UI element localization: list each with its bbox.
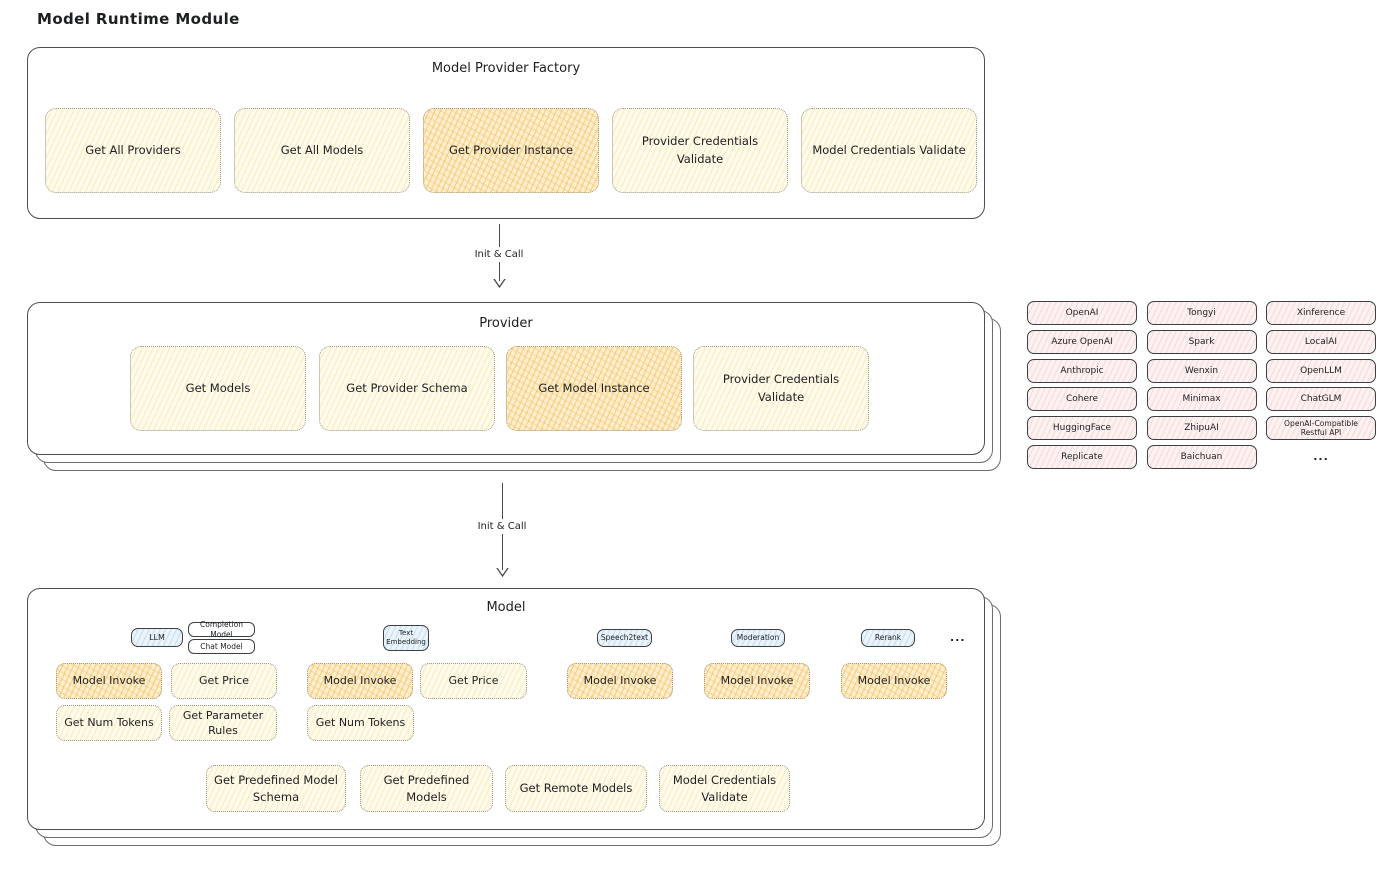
- arrow-label: Init & Call: [474, 249, 524, 260]
- provider-chip-minimax: Minimax: [1146, 387, 1257, 412]
- node-model-invoke-llm: Model Invoke: [56, 663, 162, 699]
- provider-chip-openai-compatible: OpenAI-Compatible Restful API: [1266, 416, 1376, 441]
- tag-completion-model: Completion Model: [188, 620, 255, 639]
- arrow-label: Init & Call: [477, 521, 527, 532]
- provider-chip-spark: Spark: [1146, 329, 1257, 354]
- tag-llm: LLM: [131, 628, 183, 647]
- node-model-credentials-validate-2: Model Credentials Validate: [659, 765, 790, 812]
- tag-text-embedding: Text Embedding: [383, 625, 429, 651]
- factory-box: Model Provider Factory Get All Providers…: [27, 47, 985, 219]
- provider-chip-zhipuai: ZhipuAI: [1146, 416, 1257, 441]
- provider-title: Provider: [479, 316, 533, 331]
- provider-chip-azure-openai: Azure OpenAI: [1027, 329, 1137, 354]
- provider-chip-baichuan: Baichuan: [1146, 444, 1257, 469]
- node-get-provider-schema: Get Provider Schema: [319, 346, 495, 431]
- node-model-invoke-rerank: Model Invoke: [841, 663, 947, 699]
- node-get-model-instance: Get Model Instance: [506, 346, 682, 431]
- node-get-provider-instance: Get Provider Instance: [423, 108, 599, 193]
- tag-rerank: Rerank: [861, 629, 915, 647]
- node-model-invoke-moderation: Model Invoke: [704, 663, 810, 699]
- tag-moderation: Moderation: [731, 629, 785, 647]
- node-get-all-models: Get All Models: [234, 108, 410, 193]
- node-get-price-llm: Get Price: [171, 663, 277, 699]
- provider-chip-xinference: Xinference: [1266, 301, 1376, 325]
- provider-box: Provider Get Models Get Provider Schema …: [27, 302, 985, 455]
- node-get-models: Get Models: [130, 346, 306, 431]
- arrow-provider-to-model: Init & Call: [457, 483, 547, 577]
- provider-chip-wenxin: Wenxin: [1146, 358, 1257, 383]
- model-tags-ellipsis: ...: [950, 631, 966, 644]
- provider-chips-grid: OpenAI Tongyi Xinference Azure OpenAI Sp…: [1027, 301, 1376, 469]
- node-provider-credentials-validate: Provider Credentials Validate: [612, 108, 788, 193]
- provider-grid-ellipsis: ...: [1313, 450, 1329, 464]
- node-get-predefined-models: Get Predefined Models: [360, 765, 493, 812]
- provider-chip-tongyi: Tongyi: [1146, 301, 1257, 325]
- arrow-head-icon: [495, 568, 509, 577]
- model-title: Model: [486, 600, 526, 615]
- node-get-num-tokens-embedding: Get Num Tokens: [307, 705, 414, 741]
- arrow-head-icon: [492, 279, 506, 288]
- node-provider-credentials-validate-2: Provider Credentials Validate: [693, 346, 869, 431]
- node-get-parameter-rules: Get Parameter Rules: [169, 705, 277, 741]
- provider-chip-openllm: OpenLLM: [1266, 358, 1376, 383]
- provider-chip-localai: LocalAI: [1266, 329, 1376, 354]
- node-model-invoke-embedding: Model Invoke: [307, 663, 413, 699]
- node-model-invoke-speech2text: Model Invoke: [567, 663, 673, 699]
- node-get-predefined-model-schema: Get Predefined Model Schema: [206, 765, 346, 812]
- provider-chip-chatglm: ChatGLM: [1266, 387, 1376, 412]
- provider-chip-anthropic: Anthropic: [1027, 358, 1137, 383]
- node-get-num-tokens-llm: Get Num Tokens: [56, 705, 162, 741]
- tag-speech2text: Speech2text: [597, 629, 652, 647]
- node-get-remote-models: Get Remote Models: [505, 765, 647, 812]
- provider-chip-openai: OpenAI: [1027, 301, 1137, 325]
- provider-chip-replicate: Replicate: [1027, 444, 1137, 469]
- arrow-factory-to-provider: Init & Call: [454, 224, 544, 288]
- factory-title: Model Provider Factory: [431, 61, 581, 76]
- provider-chip-huggingface: HuggingFace: [1027, 416, 1137, 441]
- node-model-credentials-validate: Model Credentials Validate: [801, 108, 977, 193]
- provider-chip-cohere: Cohere: [1027, 387, 1137, 412]
- tag-chat-model: Chat Model: [188, 639, 255, 654]
- node-get-all-providers: Get All Providers: [45, 108, 221, 193]
- model-box: Model LLM Completion Model Chat Model Te…: [27, 588, 985, 830]
- node-get-price-embedding: Get Price: [420, 663, 527, 699]
- page-title: Model Runtime Module: [37, 10, 240, 28]
